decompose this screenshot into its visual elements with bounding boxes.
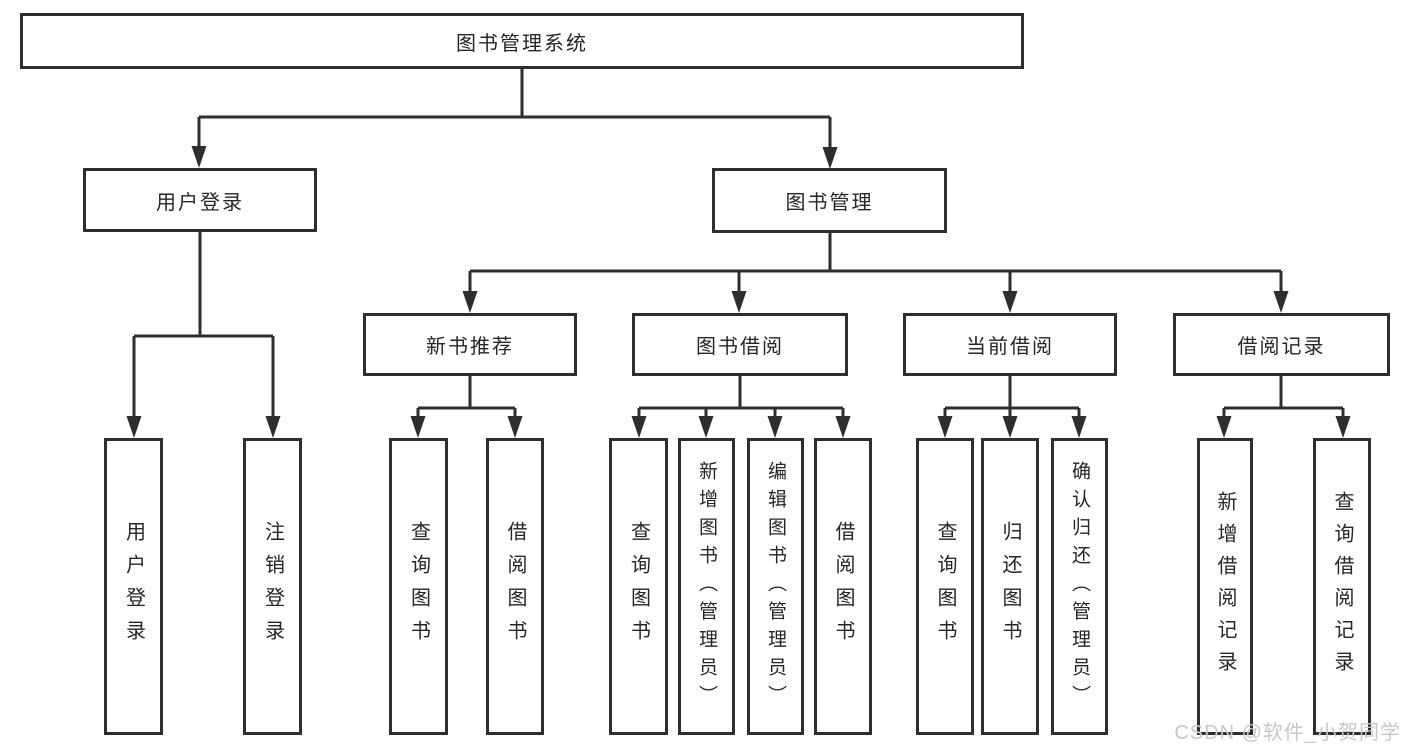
node-book-management: 图书管理 bbox=[712, 168, 947, 233]
node-library-management-system: 图书管理系统 bbox=[20, 13, 1024, 69]
node-leaf-borrow-books-newbook: 借阅图书 bbox=[486, 438, 544, 735]
node-leaf-query-books-borrowing: 查询图书 bbox=[609, 438, 668, 735]
node-leaf-edit-books-admin: 编辑图书（管理员） bbox=[747, 438, 804, 735]
node-leaf-return-books: 归还图书 bbox=[981, 438, 1039, 735]
watermark: CSDN @软件_小贺同学 bbox=[1174, 722, 1401, 744]
node-current-borrowing: 当前借阅 bbox=[903, 313, 1117, 376]
node-leaf-borrow-books-borrowing: 借阅图书 bbox=[814, 438, 872, 735]
node-user-login: 用户登录 bbox=[83, 168, 317, 232]
node-leaf-query-books-current: 查询图书 bbox=[916, 438, 974, 735]
node-leaf-logout: 注销登录 bbox=[243, 438, 302, 735]
node-book-borrowing: 图书借阅 bbox=[632, 313, 848, 376]
node-leaf-confirm-return-admin: 确认归还（管理员） bbox=[1051, 438, 1108, 735]
node-leaf-add-books-admin: 新增图书（管理员） bbox=[678, 438, 735, 735]
node-leaf-add-borrow-record: 新增借阅记录 bbox=[1197, 438, 1253, 735]
node-leaf-user-login: 用户登录 bbox=[104, 438, 163, 735]
node-borrowing-records: 借阅记录 bbox=[1173, 313, 1390, 376]
node-new-book-recommendation: 新书推荐 bbox=[363, 313, 577, 376]
node-leaf-query-books-newbook: 查询图书 bbox=[389, 438, 448, 735]
node-leaf-query-borrow-record: 查询借阅记录 bbox=[1313, 438, 1371, 735]
